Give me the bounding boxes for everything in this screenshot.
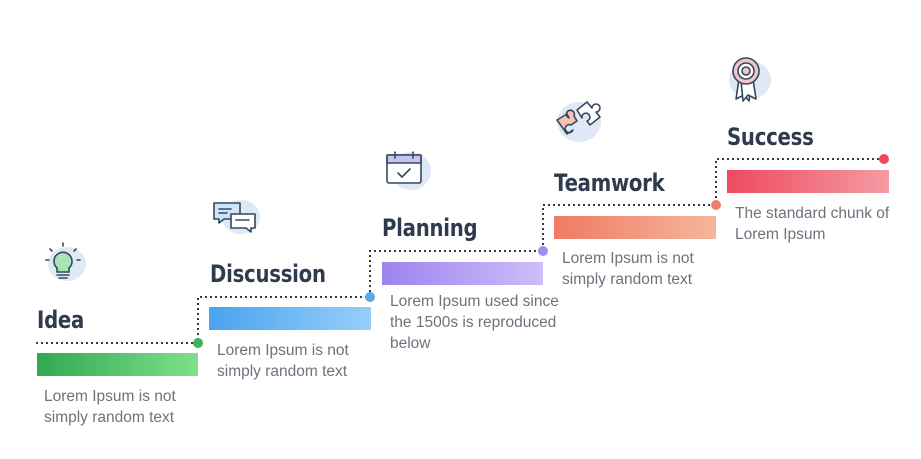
step-description: Lorem Ipsum is not simply random text (217, 342, 349, 380)
step-dot (879, 154, 889, 164)
step-bar (554, 216, 716, 239)
step-description: The standard chunk of Lorem Ipsum (735, 205, 890, 243)
puzzle-icon (553, 98, 603, 148)
step-dot (365, 292, 375, 302)
step-description: Lorem Ipsum used since the 1500s is repr… (390, 293, 559, 352)
step-title: Planning (382, 214, 478, 242)
award-badge-icon (723, 52, 773, 102)
step-title: Idea (37, 306, 85, 334)
step-title: Teamwork (554, 169, 665, 197)
step-bar (209, 307, 371, 330)
step-dot (538, 246, 548, 256)
step-bar (727, 170, 889, 193)
step-dot (711, 200, 721, 210)
step-bar (37, 353, 198, 376)
step-title: Discussion (210, 260, 326, 288)
step-title: Success (727, 123, 814, 151)
calendar-icon (383, 147, 433, 197)
step-bar (382, 262, 543, 285)
step-description: Lorem Ipsum is not simply random text (44, 388, 176, 426)
chat-bubbles-icon (211, 193, 261, 243)
step-description: Lorem Ipsum is not simply random text (562, 250, 694, 288)
step-dot (193, 338, 203, 348)
lightbulb-icon (38, 237, 88, 287)
